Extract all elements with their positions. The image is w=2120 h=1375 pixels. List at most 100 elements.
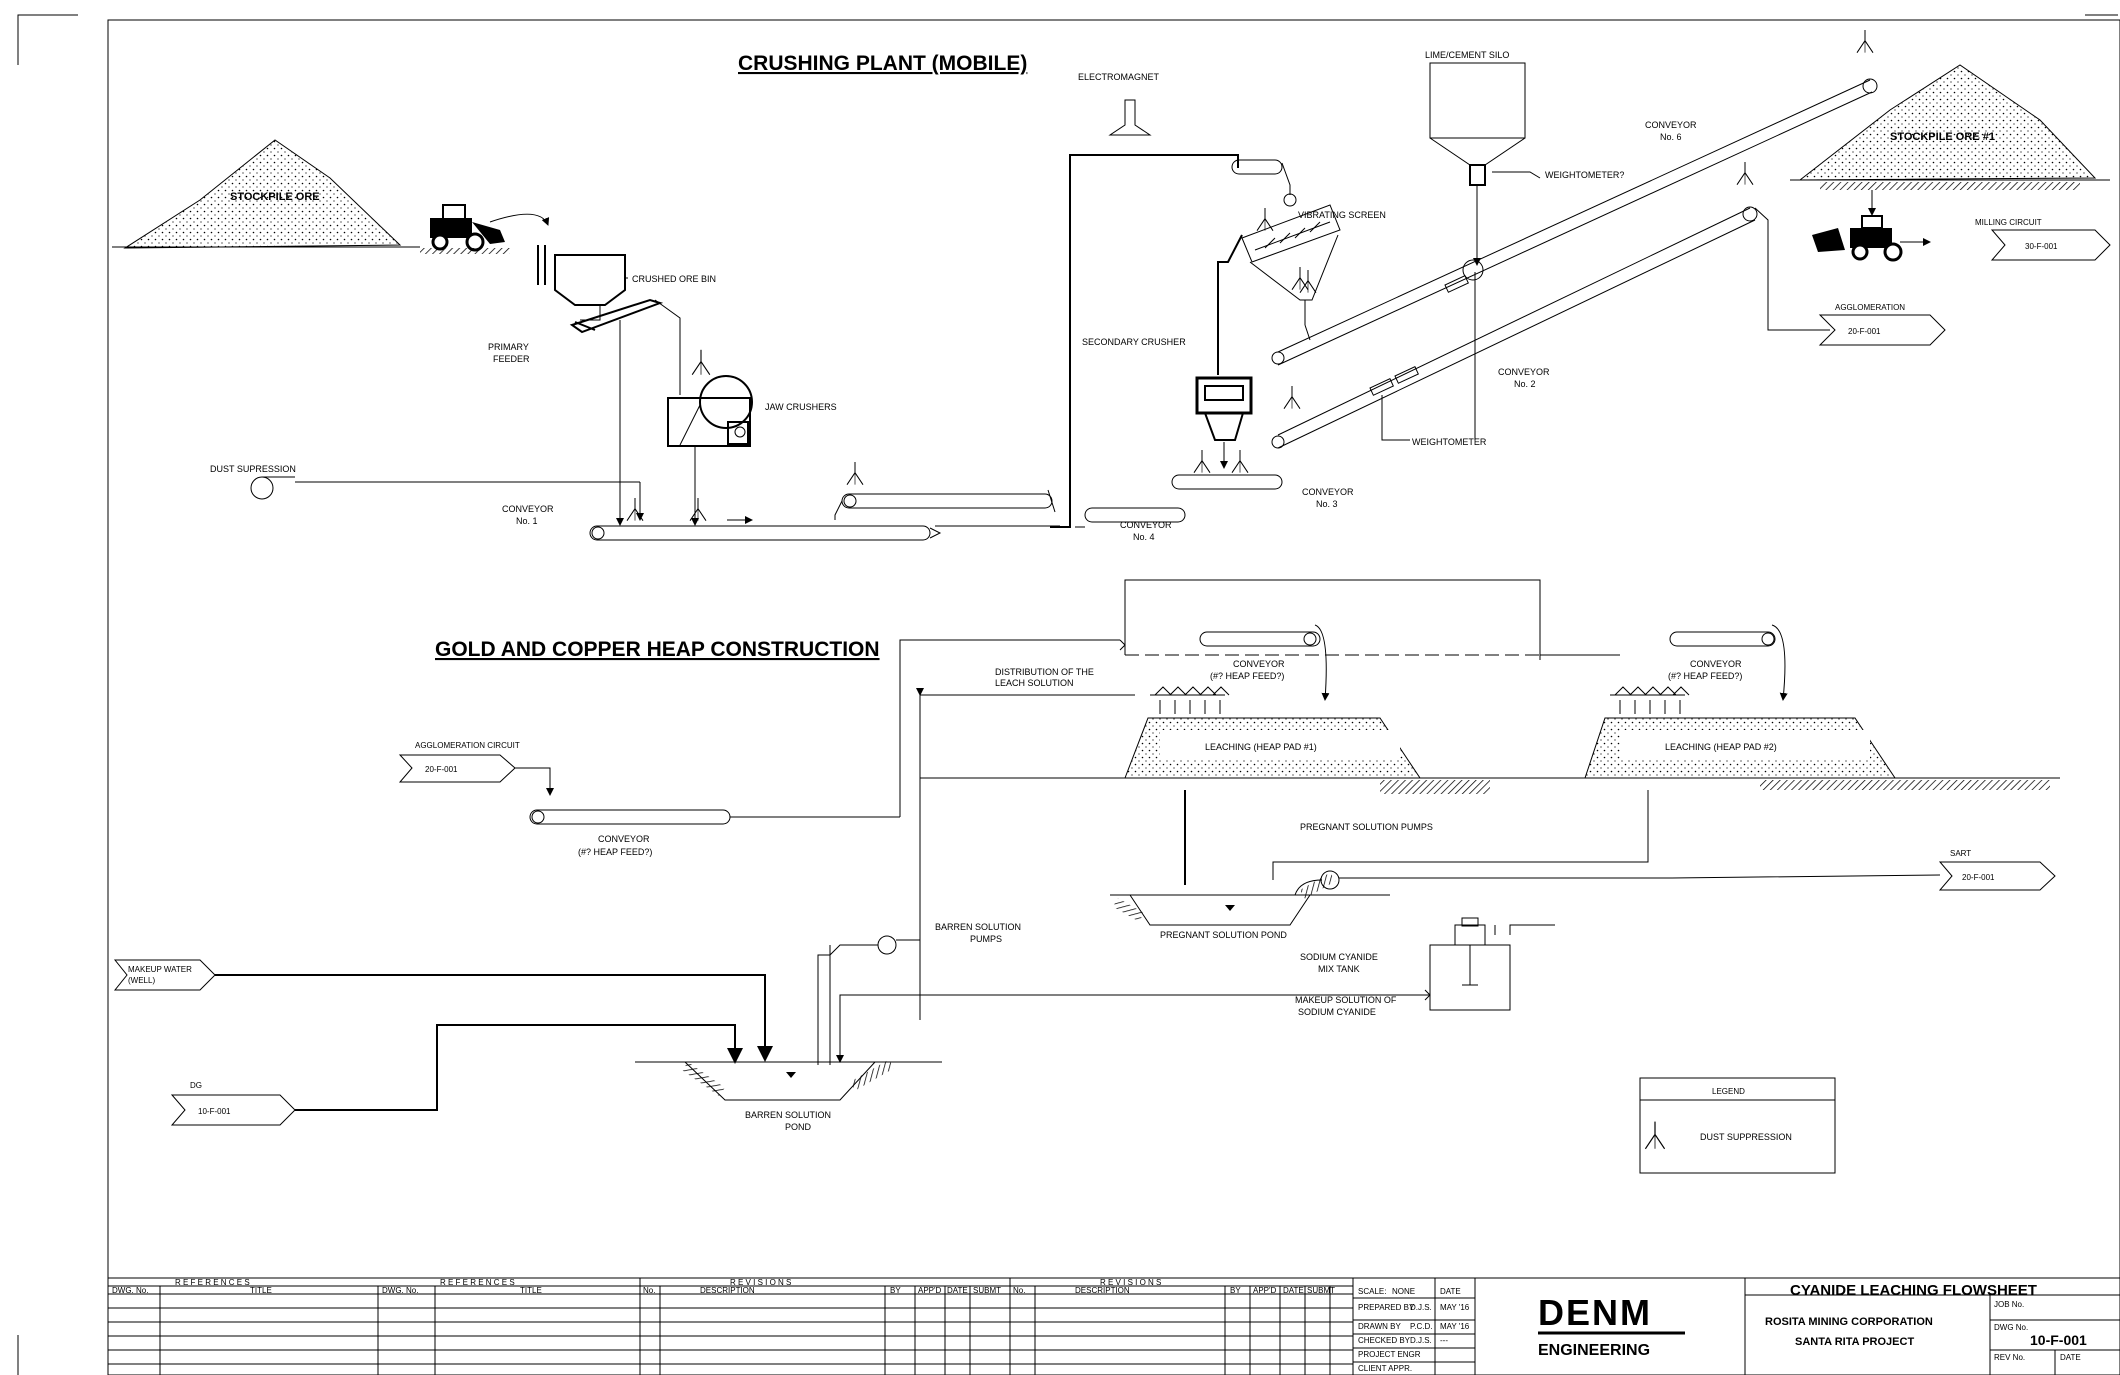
conveyor-heap-feed: CONVEYOR (#? HEAP FEED?) — [530, 810, 900, 857]
pregnant-pumps-label: PREGNANT SOLUTION PUMPS — [1300, 822, 1433, 832]
tb-title-1: TITLE — [250, 1286, 272, 1295]
offpage-sart[interactable]: SART 20-F-001 — [1940, 849, 2055, 890]
agglomeration-label[interactable]: AGGLOMERATION — [1835, 303, 1905, 312]
ground-hatch-2 — [1760, 780, 2050, 790]
conveyor-6-label-a: CONVEYOR — [1645, 120, 1697, 130]
offpage-agglomeration-circuit[interactable]: AGGLOMERATION CIRCUIT 20-F-001 — [400, 741, 550, 795]
dg-label[interactable]: DG — [190, 1081, 202, 1090]
tb-scale: SCALE: — [1358, 1287, 1386, 1296]
leaching-pad1-label: LEACHING (HEAP PAD #1) — [1205, 742, 1317, 752]
tb-rev-no: REV No. — [1994, 1353, 2025, 1362]
tb-submt-1: SUBMT — [973, 1286, 1001, 1295]
agglomeration-tag[interactable]: 20-F-001 — [1848, 327, 1881, 336]
conveyor-2-label-a: CONVEYOR — [1498, 367, 1550, 377]
tb-client: CLIENT APPR. — [1358, 1364, 1412, 1373]
sprinklers-pad-1 — [1150, 687, 1229, 714]
makeup-cyanide-label-1: MAKEUP SOLUTION OF — [1295, 995, 1397, 1005]
conveyor-4: CONVEYOR No. 4 — [1085, 508, 1185, 542]
legend-box: LEGEND DUST SUPPRESSION — [1640, 1078, 1835, 1173]
tb-title-2: TITLE — [520, 1286, 542, 1295]
tb-dwg-no-h: DWG No. — [1994, 1323, 2028, 1332]
offpage-makeup-water[interactable]: MAKEUP WATER (WELL) — [115, 960, 765, 1060]
tb-prepared: PREPARED BY — [1358, 1303, 1415, 1312]
conveyor-3: CONVEYOR No. 3 — [1172, 475, 1354, 509]
heap-pad-1: LEACHING (HEAP PAD #1) — [1125, 718, 1420, 778]
stockpile-ore-left: STOCKPILE ORE — [112, 140, 420, 248]
jaw-crushers-label: JAW CRUSHERS — [765, 402, 837, 412]
tb-no-2: No. — [1013, 1286, 1025, 1295]
tb-project: PROJECT ENGR — [1358, 1350, 1421, 1359]
crushing-plant-title: CRUSHING PLANT (MOBILE) — [738, 52, 1027, 75]
offpage-agglomeration[interactable]: AGGLOMERATION 20-F-001 — [1820, 303, 1945, 345]
secondary-crusher: SECONDARY CRUSHER — [1082, 337, 1251, 473]
lime-cement-silo: LIME/CEMENT SILO — [1425, 50, 1525, 265]
conveyor-pad1-label-a: CONVEYOR — [1233, 659, 1285, 669]
stockpile-ore-right: STOCKPILE ORE #1 — [1790, 65, 2110, 190]
conveyor-3-label-b: No. 3 — [1316, 499, 1338, 509]
jaw-crusher: JAW CRUSHERS — [668, 350, 837, 446]
stockpile-ore-label: STOCKPILE ORE — [230, 191, 320, 203]
milling-circuit-label[interactable]: MILLING CIRCUIT — [1975, 218, 2042, 227]
weightometer-top-label: WEIGHTOMETER? — [1545, 170, 1624, 180]
milling-circuit-tag[interactable]: 30-F-001 — [2025, 242, 2058, 251]
offpage-milling-circuit[interactable]: MILLING CIRCUIT 30-F-001 — [1975, 218, 2110, 260]
conveyor-2: CONVEYOR No. 2 — [1272, 207, 1830, 448]
ground-hatch-1 — [1380, 780, 1490, 794]
tb-date-f: DATE — [2060, 1353, 2081, 1362]
drawing-frame — [108, 20, 2120, 1375]
sart-label[interactable]: SART — [1950, 849, 1971, 858]
electromagnet-label: ELECTROMAGNET — [1078, 72, 1160, 82]
legend-dust-label: DUST SUPPRESSION — [1700, 1132, 1792, 1142]
makeup-cyanide-label-2: SODIUM CYANIDE — [1298, 1007, 1376, 1017]
dust-suppression-icon — [1645, 1122, 1664, 1149]
conveyor-1-label-b: No. 1 — [516, 516, 538, 526]
secondary-crusher-label: SECONDARY CRUSHER — [1082, 337, 1186, 347]
tb-date-h: DATE — [1440, 1287, 1461, 1296]
legend-title: LEGEND — [1712, 1087, 1745, 1096]
sodium-tank-label-2: MIX TANK — [1318, 964, 1360, 974]
front-loader-right-icon — [1812, 216, 1930, 260]
company-logo-text: DENM — [1538, 1292, 1652, 1333]
crushed-ore-bin-label: CRUSHED ORE BIN — [632, 274, 716, 284]
conveyor-6-label-b: No. 6 — [1660, 132, 1682, 142]
conveyor-4-label-b: No. 4 — [1133, 532, 1155, 542]
conveyor-pad2-label-b: (#? HEAP FEED?) — [1668, 671, 1742, 681]
tb-by-1: BY — [890, 1286, 901, 1295]
tb-no-1: No. — [643, 1286, 655, 1295]
stockpile-ore-1-label: STOCKPILE ORE #1 — [1890, 131, 1995, 143]
offpage-dg[interactable]: DG 10-F-001 — [172, 1025, 735, 1125]
title-block: R E F E R E N C E S R E F E R E N C E S … — [108, 1278, 2120, 1375]
primary-feeder: PRIMARY FEEDER — [488, 300, 660, 364]
heap-pad-2: LEACHING (HEAP PAD #2) — [1585, 718, 1895, 778]
tb-checked-val: D.J.S. — [1410, 1336, 1432, 1345]
tb-dwg-no-1: DWG. No. — [112, 1286, 148, 1295]
lime-silo-label: LIME/CEMENT SILO — [1425, 50, 1509, 60]
conveyor-feed-screen — [1232, 160, 1296, 206]
project-name: SANTA RITA PROJECT — [1795, 1336, 1914, 1348]
tb-by-2: BY — [1230, 1286, 1241, 1295]
conveyor-pad2-label-a: CONVEYOR — [1690, 659, 1742, 669]
agglomeration-circuit-label[interactable]: AGGLOMERATION CIRCUIT — [415, 741, 520, 750]
primary-feeder-label-2: FEEDER — [493, 354, 530, 364]
tb-scale-val: NONE — [1392, 1287, 1415, 1296]
tb-drawn-val: P.C.D. — [1410, 1322, 1433, 1331]
agglomeration-circuit-tag[interactable]: 20-F-001 — [425, 765, 458, 774]
makeup-water-label-1[interactable]: MAKEUP WATER — [128, 965, 192, 974]
sart-tag[interactable]: 20-F-001 — [1962, 873, 1995, 882]
barren-pond-label-1: BARREN SOLUTION — [745, 1110, 831, 1120]
drawing-title: CYANIDE LEACHING FLOWSHEET — [1790, 1282, 2037, 1299]
weightometer-label: WEIGHTOMETER — [1412, 437, 1487, 447]
tb-prepared-val: D.J.S. — [1410, 1303, 1432, 1312]
makeup-water-label-2[interactable]: (WELL) — [128, 976, 155, 985]
conveyor-pad-2: CONVEYOR (#? HEAP FEED?) — [1668, 625, 1785, 700]
barren-solution-pond: BARREN SOLUTION POND — [635, 1060, 942, 1133]
conveyor-pad1-label-b: (#? HEAP FEED?) — [1210, 671, 1284, 681]
pregnant-pump — [1295, 871, 1940, 895]
vibrating-screen-label: VIBRATING SCREEN — [1298, 210, 1386, 220]
conveyor-transfer — [835, 462, 1060, 526]
conveyor-heap-label-b: (#? HEAP FEED?) — [578, 847, 652, 857]
electromagnet: ELECTROMAGNET — [1078, 72, 1160, 135]
dg-tag[interactable]: 10-F-001 — [198, 1107, 231, 1116]
conveyor-2-label-b: No. 2 — [1514, 379, 1536, 389]
